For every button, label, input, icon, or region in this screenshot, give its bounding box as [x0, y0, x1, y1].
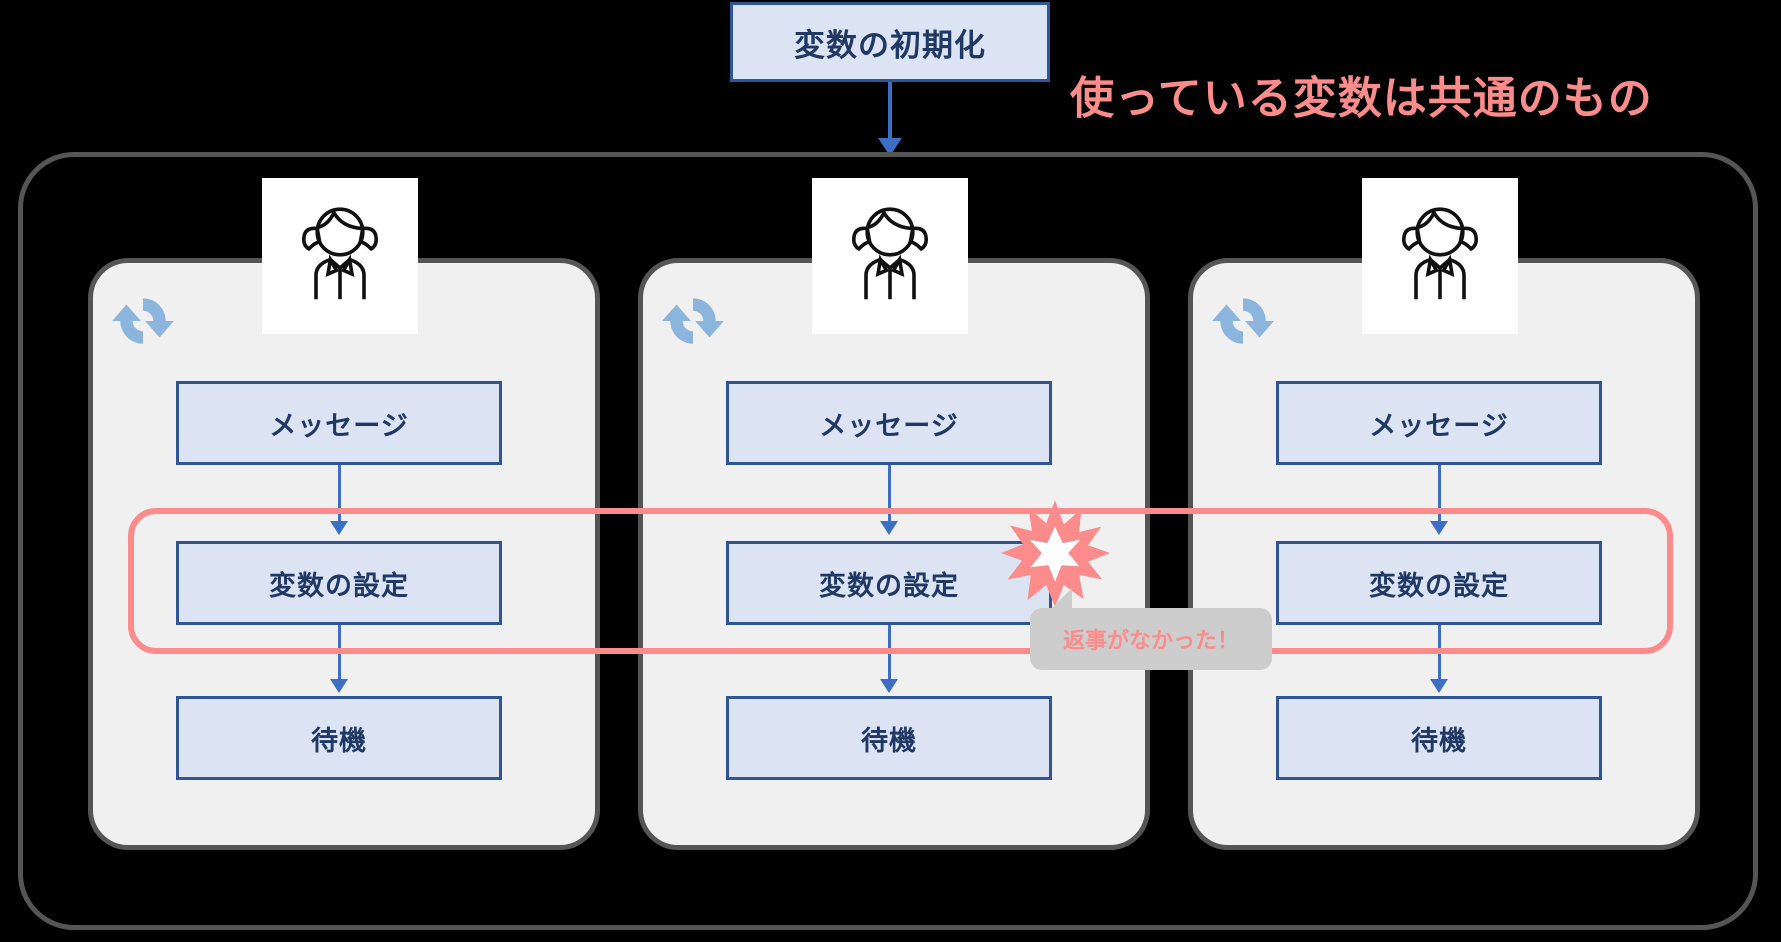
- lane-3-connector-1-head-icon: [1430, 521, 1448, 535]
- step-label: 待機: [311, 725, 367, 756]
- person-avatar-icon: [812, 178, 968, 334]
- refresh-loop-icon: [110, 288, 176, 354]
- person-avatar-icon: [262, 178, 418, 334]
- lane-1-connector-2-head-icon: [330, 679, 348, 693]
- lane-1-connector-1-head-icon: [330, 521, 348, 535]
- init-box-label: 変数の初期化: [794, 27, 986, 63]
- step-label: 待機: [1411, 725, 1467, 756]
- refresh-loop-icon: [1210, 288, 1276, 354]
- step-label: メッセージ: [819, 410, 959, 441]
- lane-3-connector-1: [1438, 465, 1441, 527]
- speech-bubble-text: 返事がなかった！: [1062, 628, 1239, 653]
- lane-2-step-set-variable: 変数の設定: [726, 541, 1052, 625]
- refresh-loop-icon: [660, 288, 726, 354]
- step-label: メッセージ: [269, 410, 409, 441]
- step-label: 変数の設定: [1369, 570, 1509, 601]
- speech-bubble: 返事がなかった！: [1030, 608, 1272, 670]
- lane-2-connector-1-head-icon: [880, 521, 898, 535]
- lane-1-step-message: メッセージ: [176, 381, 502, 465]
- lane-2-step-wait: 待機: [726, 696, 1052, 780]
- collision-burst-icon: [1000, 498, 1110, 608]
- headline-text: 使っている変数は共通のもの: [1070, 74, 1653, 123]
- lane-1-connector-2: [338, 625, 341, 685]
- lane-1-step-set-variable: 変数の設定: [176, 541, 502, 625]
- lane-2-connector-2: [888, 625, 891, 685]
- step-label: メッセージ: [1369, 410, 1509, 441]
- lane-3-connector-2: [1438, 625, 1441, 685]
- lane-2-connector-2-head-icon: [880, 679, 898, 693]
- lane-3-step-wait: 待機: [1276, 696, 1602, 780]
- lane-1-connector-1: [338, 465, 341, 527]
- step-label: 変数の設定: [819, 570, 959, 601]
- lane-2-step-message: メッセージ: [726, 381, 1052, 465]
- lane-3-step-message: メッセージ: [1276, 381, 1602, 465]
- init-arrow-head-icon: [878, 138, 902, 156]
- person-avatar-icon: [1362, 178, 1518, 334]
- lane-3-step-set-variable: 変数の設定: [1276, 541, 1602, 625]
- lane-2-connector-1: [888, 465, 891, 527]
- lane-1-step-wait: 待機: [176, 696, 502, 780]
- init-arrow-line: [888, 82, 892, 144]
- lane-3-connector-2-head-icon: [1430, 679, 1448, 693]
- init-box: 変数の初期化: [730, 2, 1050, 82]
- step-label: 待機: [861, 725, 917, 756]
- step-label: 変数の設定: [269, 570, 409, 601]
